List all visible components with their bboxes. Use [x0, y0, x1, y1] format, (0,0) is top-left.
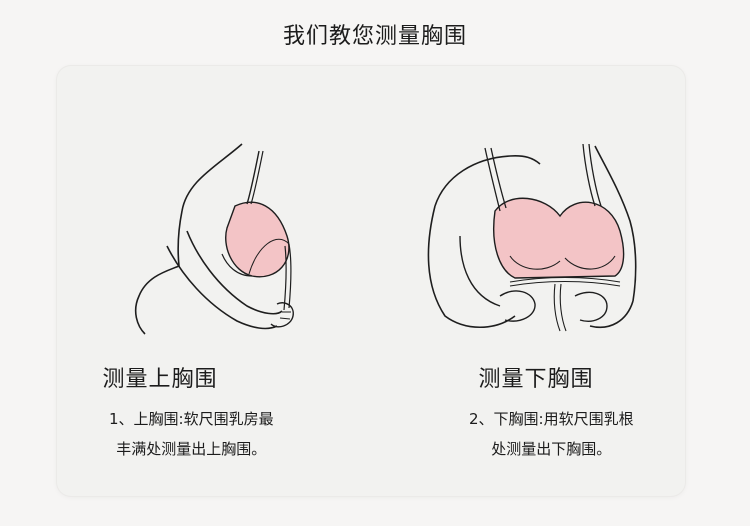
under-bust-description: 2、下胸围:用软尺围乳根 处测量出下胸围。: [469, 404, 634, 464]
upper-bust-heading: 测量上胸围: [102, 367, 218, 392]
under-bust-illustration: [427, 143, 637, 332]
upper-bust-line-2: 丰满处测量出上胸围。: [116, 440, 267, 458]
upper-bust-line-1: 1、上胸围:软尺围乳房最: [109, 410, 274, 428]
upper-bust-panel: 测量上胸围 1、上胸围:软尺围乳房最 丰满处测量出上胸围。: [57, 66, 371, 496]
under-bust-line-1: 2、下胸围:用软尺围乳根: [469, 410, 634, 428]
page-title: 我们教您测量胸围: [282, 24, 467, 49]
upper-bust-illustration: [134, 143, 294, 335]
under-bust-line-2: 处测量出下胸围。: [491, 440, 612, 458]
upper-bust-description: 1、上胸围:软尺围乳房最 丰满处测量出上胸围。: [109, 404, 274, 464]
measurement-card: 测量上胸围 1、上胸围:软尺围乳房最 丰满处测量出上胸围。: [57, 66, 685, 496]
under-bust-heading: 测量下胸围: [478, 367, 594, 392]
under-bust-panel: 测量下胸围 2、下胸围:用软尺围乳根 处测量出下胸围。: [371, 66, 685, 496]
